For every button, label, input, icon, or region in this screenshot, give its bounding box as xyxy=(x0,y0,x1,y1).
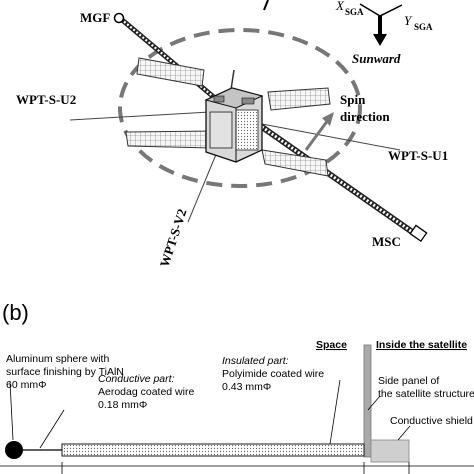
satellite-body xyxy=(204,87,264,163)
mgf-sensor xyxy=(113,12,125,24)
label-wpt-s-u2: WPT-S-U2 xyxy=(16,92,76,107)
side-panel-leader xyxy=(367,395,381,411)
spin-arrow-head xyxy=(322,112,334,126)
insulated-desc-line2: 0.43 mmΦ xyxy=(222,381,271,393)
mgf-boom xyxy=(119,17,224,106)
wpt-u1-wire xyxy=(261,123,401,151)
label-wpt-s-u1: WPT-S-U1 xyxy=(388,148,448,163)
aluminum-sphere xyxy=(5,441,23,459)
wpt-u2-wire xyxy=(69,111,211,121)
axis-stub xyxy=(263,0,269,11)
label-wpt-s-v2: WPT-S-V2 xyxy=(157,207,190,269)
spin-arrow xyxy=(304,119,330,151)
label-x-axis-sub: SGA xyxy=(345,7,364,17)
satellite-side-panel xyxy=(363,344,372,458)
side-panel-desc-line2: the satellite structure xyxy=(378,388,474,400)
label-mgf: MGF xyxy=(80,10,110,25)
label-spin: Spin xyxy=(340,92,366,107)
label-space: Space xyxy=(316,339,347,351)
label-direction: direction xyxy=(340,109,390,124)
panel-a-illustration: MGF WPT-S-U2 WPT-S-U1 WPT-S-V2 MSC Spin … xyxy=(16,0,448,269)
insulated-leader xyxy=(329,379,341,445)
msc-sensor xyxy=(409,224,428,243)
shield-leader xyxy=(397,425,411,441)
solar-panel-lower-left xyxy=(125,130,215,149)
insulated-title: Insulated part: xyxy=(222,355,289,367)
sga-axis-triad xyxy=(359,3,403,46)
sunward-arrow-head xyxy=(373,34,387,46)
label-x-axis: X xyxy=(335,0,345,13)
sphere-desc-line2: surface finishing by TiAlN xyxy=(6,366,124,378)
conductive-desc-line2: 0.18 mmΦ xyxy=(98,399,147,411)
sphere-leader xyxy=(9,381,14,441)
conductive-shield xyxy=(370,439,410,463)
panel-b-illustration: (b) Space Inside the satellite Aluminum … xyxy=(0,300,474,474)
shield-label: Conductive shield xyxy=(390,415,473,427)
side-panel-desc-line1: Side panel of xyxy=(378,375,439,387)
sphere-desc-line3: 60 mmΦ xyxy=(6,379,46,391)
label-inside-satellite: Inside the satellite xyxy=(376,339,467,351)
label-msc: MSC xyxy=(372,234,401,249)
label-sunward: Sunward xyxy=(352,51,401,66)
conductive-title: Conductive part: xyxy=(98,373,175,385)
panel-b-tag: (b) xyxy=(2,300,29,325)
sphere-desc-line1: Aluminum sphere with xyxy=(6,353,109,365)
label-y-axis-sub: SGA xyxy=(414,22,433,32)
insulated-wire xyxy=(61,443,365,457)
insulated-desc-line1: Polyimide coated wire xyxy=(222,368,324,380)
spin-ellipse xyxy=(118,28,362,188)
conductive-desc-line1: Aerodag coated wire xyxy=(98,386,194,398)
conductive-leader xyxy=(39,409,65,449)
solar-panel-lower-right xyxy=(261,149,329,177)
solar-panel-upper-right xyxy=(267,87,331,111)
solar-panel-upper-left xyxy=(136,57,205,87)
label-y-axis: Y xyxy=(404,13,413,28)
